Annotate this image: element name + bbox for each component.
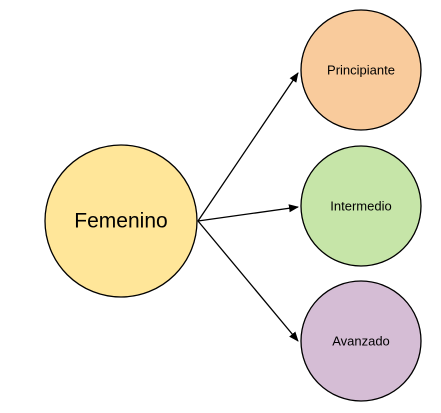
node-avanzado-circle xyxy=(300,280,422,402)
node-avanzado: Avanzado xyxy=(300,280,422,402)
node-principiante: Principiante xyxy=(300,9,422,131)
node-femenino-label: Femenino xyxy=(74,210,167,233)
node-femenino-circle xyxy=(44,144,198,298)
edge-femenino-intermedio xyxy=(197,204,299,222)
edge-femenino-avanzado xyxy=(197,220,299,342)
node-intermedio-circle xyxy=(300,145,422,267)
node-principiante-circle xyxy=(300,9,422,131)
node-intermedio: Intermedio xyxy=(300,145,422,267)
edge-femenino-principiante xyxy=(197,72,299,222)
node-avanzado-label: Avanzado xyxy=(332,334,390,349)
node-principiante-label: Principiante xyxy=(327,63,395,78)
node-femenino: Femenino xyxy=(44,144,198,298)
node-intermedio-label: Intermedio xyxy=(330,199,391,214)
